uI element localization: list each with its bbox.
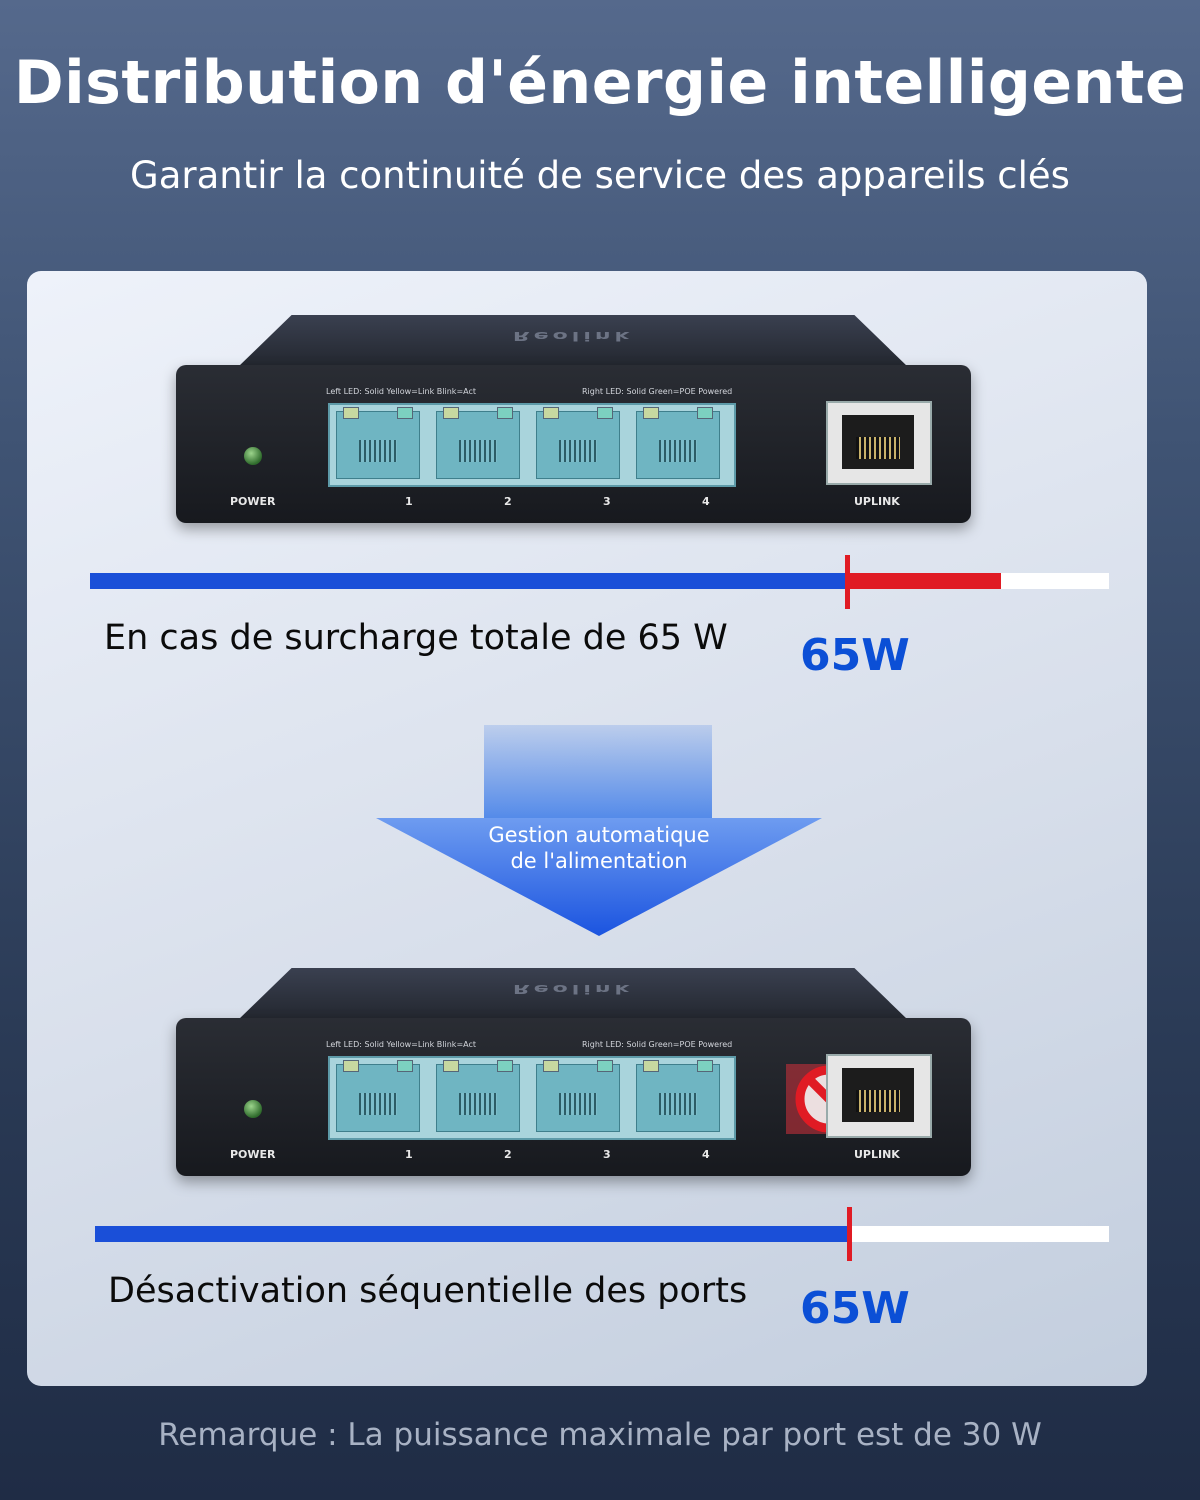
power-label: POWER xyxy=(230,495,276,508)
poe-switch-bottom: Reolink Left LED: Solid Yellow=Link Blin… xyxy=(176,968,971,1178)
ethernet-port-icon xyxy=(536,407,620,479)
port-number: 1 xyxy=(405,495,413,508)
power-led-icon xyxy=(244,447,262,465)
power-label: POWER xyxy=(230,1148,276,1161)
switch-top-cover: Reolink xyxy=(238,968,908,1020)
limit-marker xyxy=(845,555,850,609)
brand-logo: Reolink xyxy=(512,328,634,343)
right-led-note: Right LED: Solid Green=POE Powered xyxy=(582,1040,733,1049)
power-bar-used xyxy=(90,573,847,589)
poe-port-group xyxy=(328,1056,884,1140)
ethernet-port-icon xyxy=(336,407,420,479)
uplink-port-icon xyxy=(826,1054,932,1138)
port-number: 3 xyxy=(603,1148,611,1161)
left-led-note: Left LED: Solid Yellow=Link Blink=Act xyxy=(326,1040,477,1049)
arrow-label-line2: de l'alimentation xyxy=(510,849,688,873)
power-bar-remaining xyxy=(849,1226,1109,1242)
sequential-caption: Désactivation séquentielle des ports xyxy=(108,1271,748,1311)
port-number: 2 xyxy=(504,495,512,508)
limit-marker xyxy=(847,1207,852,1261)
brand-logo: Reolink xyxy=(512,981,634,996)
port-number: 3 xyxy=(603,495,611,508)
uplink-label: UPLINK xyxy=(854,1148,900,1161)
poe-switch-top: Reolink Left LED: Solid Yellow=Link Blin… xyxy=(176,315,971,525)
power-bar-overload xyxy=(847,573,1001,589)
power-bar-used xyxy=(95,1226,849,1242)
page-title: Distribution d'énergie intelligente xyxy=(13,48,1187,118)
arrow-shaft xyxy=(484,725,712,825)
page-subtitle: Garantir la continuité de service des ap… xyxy=(130,154,1070,197)
limit-watt-label: 65W xyxy=(800,630,910,681)
ethernet-port-icon xyxy=(436,1060,520,1132)
limit-watt-label: 65W xyxy=(800,1283,910,1334)
switch-front-panel: Left LED: Solid Yellow=Link Blink=Act Ri… xyxy=(176,365,971,523)
ethernet-port-icon xyxy=(436,407,520,479)
arrow-label: Gestion automatique de l'alimentation xyxy=(440,822,758,874)
uplink-port-icon xyxy=(826,401,932,485)
uplink-label: UPLINK xyxy=(854,495,900,508)
ethernet-port-icon xyxy=(636,407,720,479)
ethernet-port-icon xyxy=(336,1060,420,1132)
switch-front-panel: Left LED: Solid Yellow=Link Blink=Act Ri… xyxy=(176,1018,971,1176)
switch-top-cover: Reolink xyxy=(238,315,908,367)
port-number: 4 xyxy=(702,1148,710,1161)
arrow-label-line1: Gestion automatique xyxy=(488,823,710,847)
poe-port-group xyxy=(328,403,736,487)
port-number: 4 xyxy=(702,495,710,508)
ethernet-port-icon xyxy=(536,1060,620,1132)
power-bar-remaining xyxy=(1001,573,1109,589)
ethernet-port-icon xyxy=(636,1060,720,1132)
footer-note: Remarque : La puissance maximale par por… xyxy=(158,1417,1042,1453)
port-number: 1 xyxy=(405,1148,413,1161)
overload-caption: En cas de surcharge totale de 65 W xyxy=(104,618,728,658)
right-led-note: Right LED: Solid Green=POE Powered xyxy=(582,387,733,396)
left-led-note: Left LED: Solid Yellow=Link Blink=Act xyxy=(326,387,477,396)
power-led-icon xyxy=(244,1100,262,1118)
port-number: 2 xyxy=(504,1148,512,1161)
